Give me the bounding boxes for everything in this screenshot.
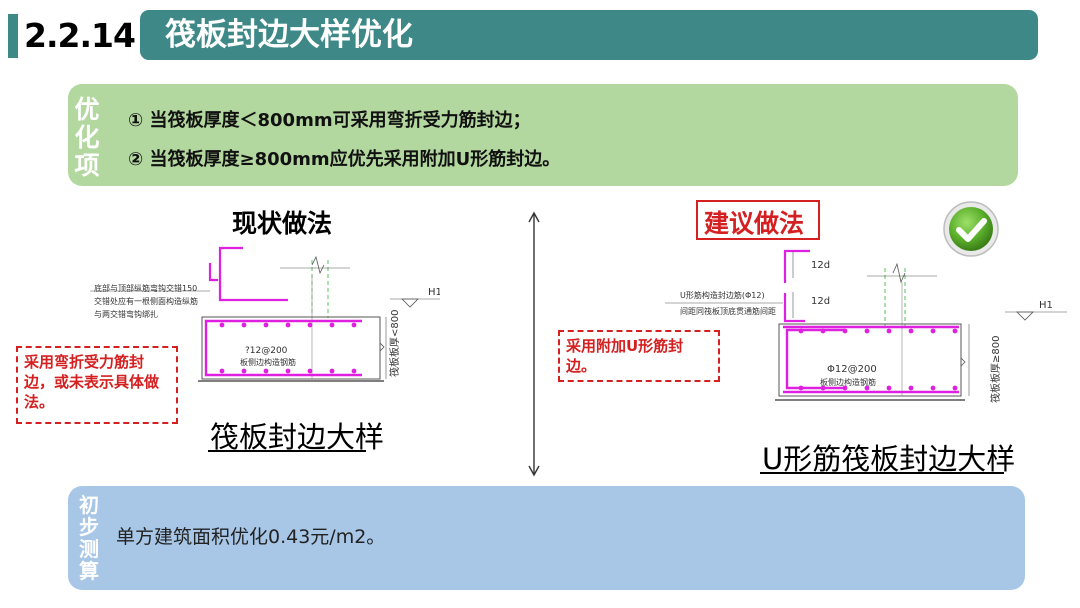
rebar-dot bbox=[285, 322, 291, 328]
current-rebar-label: ?12@200 bbox=[245, 346, 288, 356]
recommended-note-line-1: U形筋构造封边筋(Φ12) bbox=[680, 291, 765, 300]
estimate-text: 单方建筑面积优化0.43元/m2。 bbox=[116, 526, 386, 548]
recommended-caption-underline bbox=[760, 472, 1004, 474]
section-number: 2.2.14 bbox=[24, 16, 136, 55]
rebar-dot bbox=[864, 328, 870, 334]
current-practice-title: 现状做法 bbox=[232, 209, 333, 238]
current-h-label: H1 bbox=[428, 287, 440, 298]
rebar-dot bbox=[798, 328, 804, 334]
recommended-rebar-label: Φ12@200 bbox=[827, 364, 877, 375]
current-note-line-2: 交错处应有一根侧面构造纵筋 bbox=[94, 297, 198, 306]
rebar-dot bbox=[908, 385, 914, 391]
rebar-dot bbox=[263, 322, 269, 328]
estimate-panel bbox=[68, 486, 1025, 590]
rebar-dot bbox=[798, 385, 804, 391]
rebar-dot bbox=[307, 322, 313, 328]
rebar-dot bbox=[930, 385, 936, 391]
recommended-note-box: 采用附加U形筋封边。 bbox=[558, 330, 720, 382]
check-icon bbox=[943, 201, 999, 257]
rebar-dot bbox=[908, 328, 914, 334]
page-title: 筏板封边大样优化 bbox=[165, 17, 413, 53]
rebar-dot bbox=[241, 368, 247, 374]
rebar-dot bbox=[307, 368, 313, 374]
divider-arrow bbox=[528, 211, 540, 477]
rebar-dot bbox=[241, 322, 247, 328]
header-accent-bar bbox=[8, 14, 18, 58]
rebar-dot bbox=[219, 322, 225, 328]
rebar-dot bbox=[329, 368, 335, 374]
rebar-dot bbox=[842, 328, 848, 334]
recommended-caption: U形筋筏板封边大样 bbox=[762, 442, 1016, 476]
rebar-dot bbox=[351, 322, 357, 328]
current-thickness-label: 筏板板厚<800 bbox=[388, 310, 401, 377]
recommended-side-label: 板侧边构造钢筋 bbox=[820, 377, 876, 387]
current-note-box: 采用弯折受力筋封边，或未表示具体做法。 bbox=[16, 346, 178, 424]
rebar-dot bbox=[886, 385, 892, 391]
rebar-dot bbox=[952, 385, 958, 391]
current-side-label: 板侧边构造钢筋 bbox=[240, 357, 296, 367]
rebar-dot bbox=[820, 385, 826, 391]
rebar-dot bbox=[886, 328, 892, 334]
rebar-dot bbox=[842, 385, 848, 391]
rebar-dot bbox=[285, 368, 291, 374]
header-title-bar bbox=[140, 10, 1038, 60]
rebar-dot bbox=[219, 368, 225, 374]
optimization-panel bbox=[68, 84, 1018, 186]
rebar-dot bbox=[329, 322, 335, 328]
rebar-dot bbox=[930, 328, 936, 334]
current-drawing: H1 ?12@200 板侧边构造钢筋 筏板板厚<800 bbox=[90, 246, 440, 382]
current-caption: 筏板封边大样 bbox=[210, 420, 385, 454]
rebar-dot bbox=[952, 328, 958, 334]
lap-bottom-label: 12d bbox=[811, 296, 830, 307]
optimization-label: 优化项 bbox=[74, 95, 100, 180]
recommended-practice-title: 建议做法 bbox=[704, 209, 805, 238]
recommended-title-frame bbox=[696, 200, 820, 240]
recommended-note-line-2: 间距同筏板顶底贯通筋间距 bbox=[680, 307, 776, 316]
rebar-dot bbox=[351, 368, 357, 374]
optimization-item-2: ② 当筏板厚度≥800mm应优先采用附加U形筋封边。 bbox=[128, 149, 561, 170]
rebar-dot bbox=[263, 368, 269, 374]
recommended-drawing: 12d 12d H1 Φ12@200 板侧边构造钢筋 筏板板厚≥800 bbox=[665, 249, 1067, 403]
optimization-item-1: ① 当筏板厚度＜800mm可采用弯折受力筋封边； bbox=[128, 110, 531, 131]
rebar-dot bbox=[864, 385, 870, 391]
estimate-label: 初步测算 bbox=[79, 493, 99, 583]
current-note-line-1: 底部与顶部纵筋弯钩交错150 bbox=[94, 284, 198, 293]
current-caption-underline bbox=[208, 450, 366, 452]
recommended-thickness-label: 筏板板厚≥800 bbox=[989, 336, 1002, 403]
lap-top-label: 12d bbox=[811, 260, 830, 271]
rebar-dot bbox=[820, 328, 826, 334]
current-note-line-3: 与两交错弯钩绑扎 bbox=[94, 310, 158, 319]
recommended-h-label: H1 bbox=[1039, 300, 1053, 311]
